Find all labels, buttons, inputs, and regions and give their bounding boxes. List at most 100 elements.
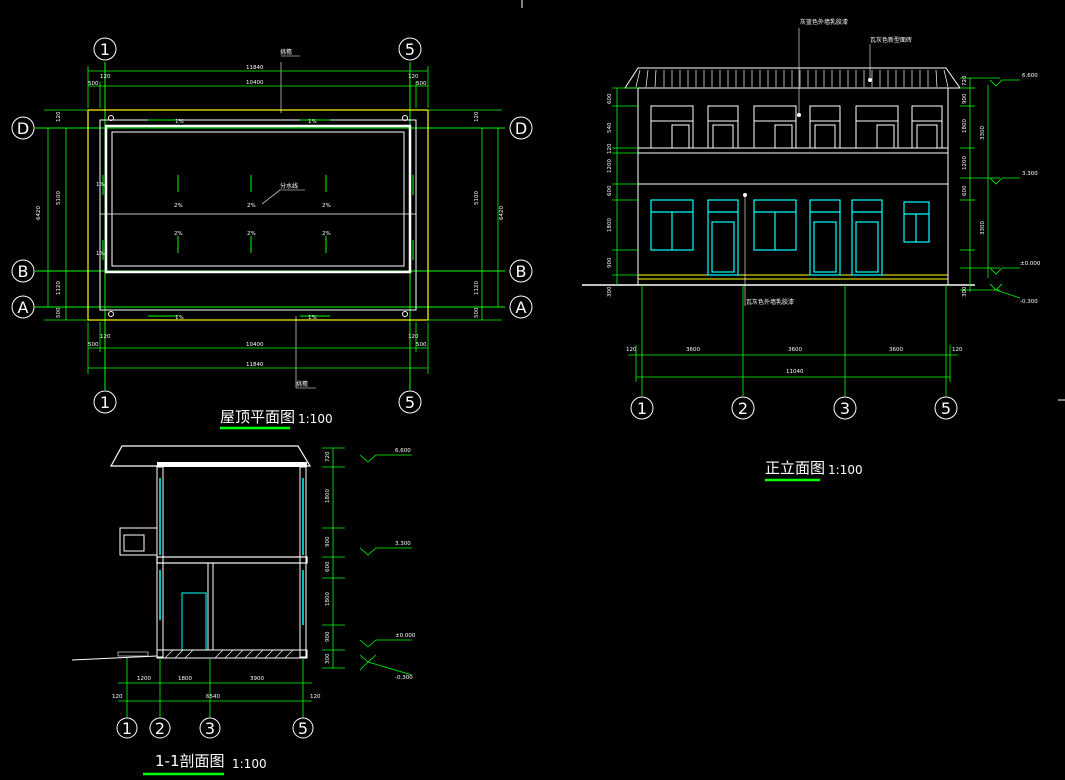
axis-bubble: [11, 295, 35, 319]
slope-label: 1%: [308, 315, 317, 321]
door-section: [181, 592, 207, 651]
dim-text: 540: [607, 122, 613, 133]
dim-text: 120: [56, 111, 62, 122]
dim-text: 300: [962, 286, 968, 297]
level-text: -0.300: [395, 675, 413, 681]
dim-text: 120: [408, 74, 419, 80]
slope-label: 2%: [322, 231, 331, 237]
floor-slab: [156, 556, 308, 564]
level-text: 3.300: [1022, 171, 1038, 177]
level-text: 3.300: [395, 541, 411, 547]
axis-bubble: [509, 295, 533, 319]
drawing-scale: 1:100: [232, 757, 267, 771]
axis-bubble: [149, 717, 171, 739]
axis-bubble: [199, 717, 221, 739]
dim-text: 11840: [246, 65, 264, 71]
dim-text: 120: [408, 334, 419, 340]
dim-text: 120: [952, 347, 963, 353]
material-note: 瓦灰色新型面砖: [870, 36, 912, 44]
drain-icon: [108, 115, 114, 121]
eave-label: 挑檐: [280, 48, 292, 56]
drawing-scale: 1:100: [828, 463, 863, 477]
dim-text: 500: [416, 342, 427, 348]
dim-text: 1800: [962, 119, 968, 133]
axis-bubble: [292, 717, 314, 739]
eave-outline: [87, 109, 429, 321]
dim-text: 1200: [607, 159, 613, 173]
dim-text: 500: [416, 81, 427, 87]
dim-text: 3300: [980, 221, 986, 235]
dim-text: 120: [100, 74, 111, 80]
slope-arrows: [102, 119, 414, 317]
dim-text: 600: [325, 561, 331, 572]
lower-openings: [650, 199, 930, 276]
axis-bubble: [93, 37, 117, 61]
axis-label: B: [516, 262, 527, 281]
dim-text: 3300: [980, 126, 986, 140]
dim-text: 500: [56, 307, 62, 318]
left-dimension-chain: [612, 87, 638, 285]
dim-text: 900: [325, 536, 331, 547]
left-dimension-lines: [44, 109, 88, 321]
axis-bubble: [934, 396, 958, 420]
axis-bubble: [630, 396, 654, 420]
slope-label: 2%: [247, 231, 256, 237]
slope-label: 1%: [308, 119, 317, 125]
dim-text: 1120: [474, 281, 480, 295]
axis-bubble: [11, 116, 35, 140]
axis-bubble: [509, 259, 533, 283]
top-dimension-lines: [87, 66, 429, 108]
dim-text: 6540: [206, 694, 220, 700]
grade-line: [71, 655, 158, 661]
dim-text: 6420: [36, 206, 42, 220]
axis-label: 5: [941, 399, 951, 418]
level-text: 6.600: [1022, 73, 1038, 79]
right-dimension-chain: [960, 77, 1000, 292]
drawing-title: 1-1剖面图: [155, 752, 225, 770]
axis-label: B: [18, 262, 29, 281]
bottom-dimension-lines: [87, 322, 429, 374]
level-markers: [989, 79, 1021, 299]
tile-roof: [624, 67, 961, 89]
section-1-1: 720 1800 900 600 1800 900 300 6.600 3.30…: [71, 445, 416, 776]
dim-text: 120: [100, 334, 111, 340]
dim-text: 5100: [474, 191, 480, 205]
dim-text: 120: [626, 347, 637, 353]
drain-icon: [402, 115, 408, 121]
drain-icon: [402, 311, 408, 317]
dim-text: 120: [474, 111, 480, 122]
axis-label: 1: [122, 719, 132, 738]
material-note: 灰蓝色外墙乳胶漆: [800, 18, 848, 26]
dim-text: 500: [474, 307, 480, 318]
dim-text: 600: [607, 185, 613, 196]
dim-text: 900: [962, 93, 968, 104]
dim-text: 900: [607, 257, 613, 268]
level-text: ±0.000: [1020, 261, 1041, 267]
axis-label: A: [18, 298, 29, 317]
axis-label: 2: [155, 719, 165, 738]
dim-text: 500: [88, 342, 99, 348]
axis-bubble: [116, 717, 138, 739]
dim-text: 11840: [246, 362, 264, 368]
dim-text: 1200: [962, 156, 968, 170]
drain-icon: [108, 311, 114, 317]
dim-text: 3600: [889, 347, 903, 353]
axis-label: 1: [100, 40, 110, 59]
parapet-inner: [111, 131, 405, 267]
dim-text: 120: [607, 143, 613, 154]
roof-slab: [157, 462, 307, 467]
axis-bubble: [398, 37, 422, 61]
slope-label: 1%: [96, 251, 105, 257]
dim-text: 720: [962, 75, 968, 86]
section-dimension-chain: [322, 447, 345, 669]
axis-label: 5: [298, 719, 308, 738]
slope-label: 1%: [96, 182, 105, 188]
right-dimension-lines: [428, 109, 502, 321]
material-note: 瓦灰色外墙乳胶漆: [746, 298, 794, 306]
dim-text: 720: [325, 451, 331, 462]
level-text: -0.300: [1020, 299, 1038, 305]
dim-text: 1800: [178, 676, 192, 682]
slope-label: 2%: [174, 203, 183, 209]
ridge-label: 分水线: [280, 182, 298, 190]
roof-edge: [99, 119, 417, 311]
